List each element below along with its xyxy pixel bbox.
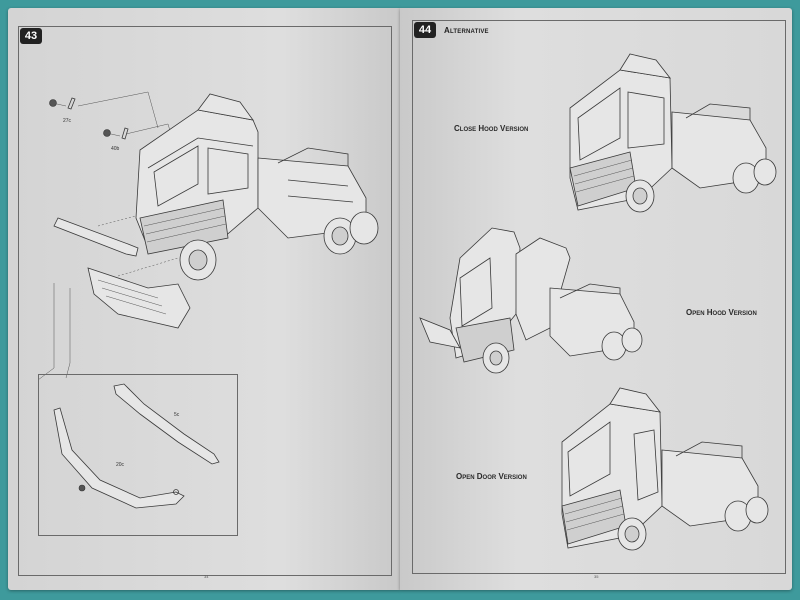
left-page-frame (18, 26, 392, 576)
left-page: 43 27c 40b (8, 8, 400, 590)
instruction-booklet: 43 27c 40b (8, 8, 794, 592)
detail-inset-frame (38, 374, 238, 536)
screw-part-40b-icon (103, 127, 129, 140)
screw-part-27c-icon (49, 97, 76, 110)
assembly-guide-lines (37, 91, 179, 381)
version-label-close-hood: Close Hood Version (454, 124, 529, 133)
part-label-20c: 20c (116, 462, 125, 468)
truck-open-hood-illustration (419, 227, 643, 374)
part-label-5c: 5c (174, 412, 180, 418)
step-number-badge: 43 (20, 28, 42, 44)
page-number-left: 34 (204, 574, 209, 579)
part-label-40b: 40b (111, 146, 120, 152)
step-number-badge: 44 (414, 22, 436, 38)
bumper-trim-detail-illustration (53, 383, 220, 509)
section-heading: Alternative (444, 26, 489, 35)
version-label-open-hood: Open Hood Version (686, 308, 757, 317)
truck-open-door-illustration (561, 387, 769, 551)
right-page-frame (412, 20, 786, 574)
truck-close-hood-illustration (569, 53, 777, 213)
right-page: 44 Alternative Close Hood Version Open H… (400, 8, 792, 590)
truck-assembly-illustration (53, 93, 379, 329)
page-number-right: 35 (594, 574, 599, 579)
part-label-27c: 27c (63, 118, 72, 124)
version-label-open-door: Open Door Version (456, 472, 527, 481)
